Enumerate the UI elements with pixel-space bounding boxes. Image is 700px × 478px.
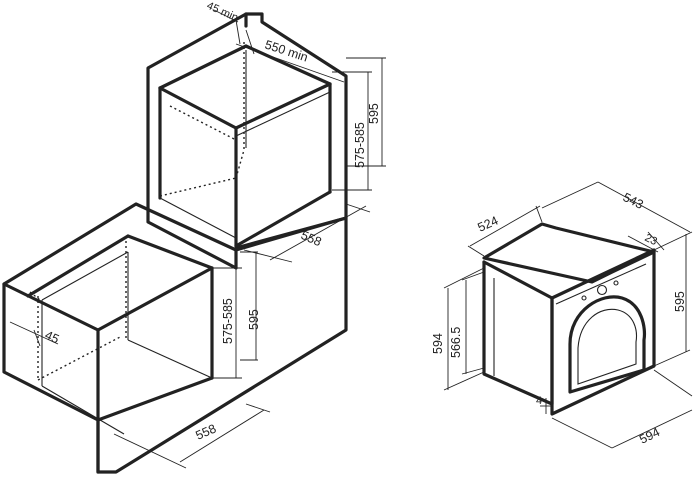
label-oven-width: 594 — [637, 425, 662, 447]
lower-dimensions — [9, 251, 271, 469]
label-oven-bottom-offset: 4 — [536, 395, 542, 407]
label-lower-niche-width: 558 — [194, 421, 219, 442]
label-oven-body-height: 566.5 — [449, 327, 463, 358]
label-upper-niche-height: 575-585 — [353, 122, 367, 168]
oven-dimensions — [443, 181, 693, 449]
label-oven-total-height: 595 — [673, 291, 687, 312]
lower-cabinet — [2, 202, 348, 474]
label-oven-total-depth: 543 — [621, 190, 646, 212]
label-lower-gap: 45 — [43, 328, 61, 346]
label-oven-panel-depth: 23 — [643, 232, 659, 248]
label-back-gap-min: 45 min — [205, 0, 240, 24]
label-oven-front-height: 594 — [431, 333, 445, 354]
label-upper-niche-width: 558 — [299, 228, 324, 249]
oven — [482, 222, 656, 416]
upper-dimensions — [213, 9, 386, 263]
label-upper-oven-height: 595 — [367, 103, 381, 124]
upper-cabinet — [146, 12, 348, 270]
label-oven-top-depth: 524 — [476, 213, 501, 234]
label-lower-oven-height: 595 — [247, 309, 261, 330]
label-depth-min: 550 min — [263, 38, 310, 65]
label-lower-niche-height: 575-585 — [221, 298, 235, 344]
